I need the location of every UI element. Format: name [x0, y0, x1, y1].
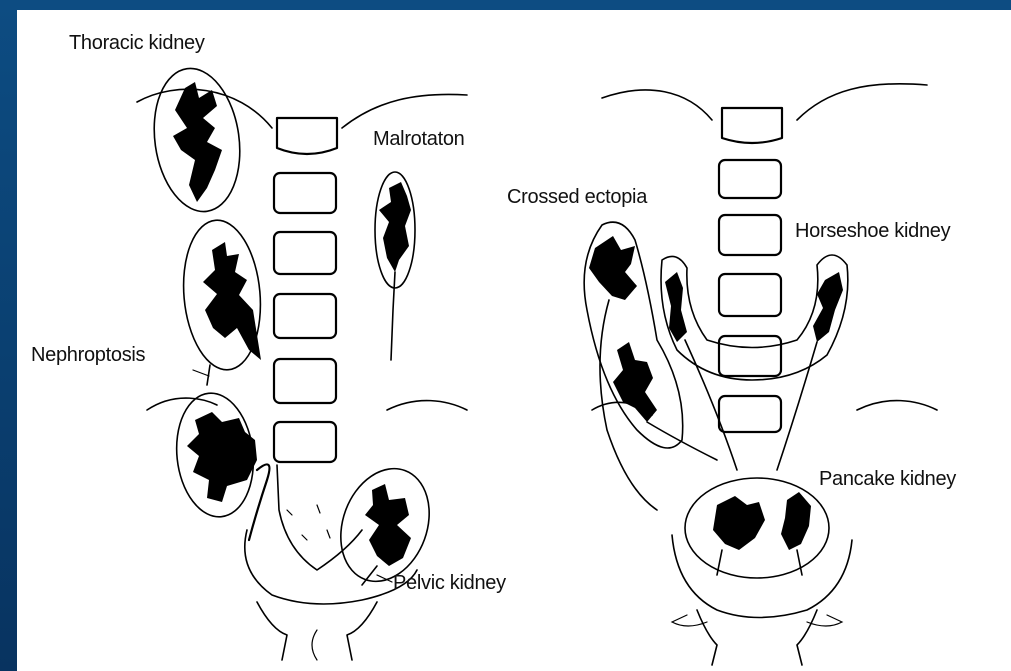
- nephroptosis-kidney-shape: [178, 217, 267, 385]
- left-figure: [137, 63, 467, 660]
- label-horseshoe-kidney: Horseshoe kidney: [795, 220, 950, 243]
- diagram-panel: Thoracic kidney Malrotaton Nephroptosis …: [17, 10, 1011, 671]
- ureter-malrotation: [391, 272, 395, 360]
- pelvis-left: [147, 398, 467, 660]
- right-figure: [584, 84, 937, 665]
- pelvis-right: [592, 401, 937, 665]
- thoracic-kidney-shape: [145, 63, 248, 217]
- label-pancake-kidney: Pancake kidney: [819, 468, 956, 491]
- diaphragm-right-figure-right: [797, 84, 927, 120]
- label-pelvic-kidney: Pelvic kidney: [393, 572, 506, 595]
- diaphragm-right-curve: [342, 94, 467, 128]
- label-crossed-ectopia: Crossed ectopia: [507, 186, 647, 209]
- leader-nephroptosis: [193, 370, 209, 376]
- diaphragm-right-figure-left: [602, 90, 712, 120]
- vertebral-column-right: [719, 108, 782, 432]
- horseshoe-ureter-left: [685, 340, 737, 470]
- vertebral-column-left: [274, 118, 337, 462]
- horseshoe-kidney-shape: [661, 255, 848, 470]
- label-thoracic-kidney: Thoracic kidney: [69, 32, 205, 55]
- label-nephroptosis: Nephroptosis: [31, 344, 145, 367]
- kidney-anomalies-diagram: [17, 10, 1011, 671]
- malrotation-kidney-shape: [375, 172, 415, 360]
- lower-kidney-shape: [171, 389, 270, 540]
- horseshoe-ureter-right: [777, 342, 817, 470]
- label-malrotation: Malrotaton: [373, 128, 465, 151]
